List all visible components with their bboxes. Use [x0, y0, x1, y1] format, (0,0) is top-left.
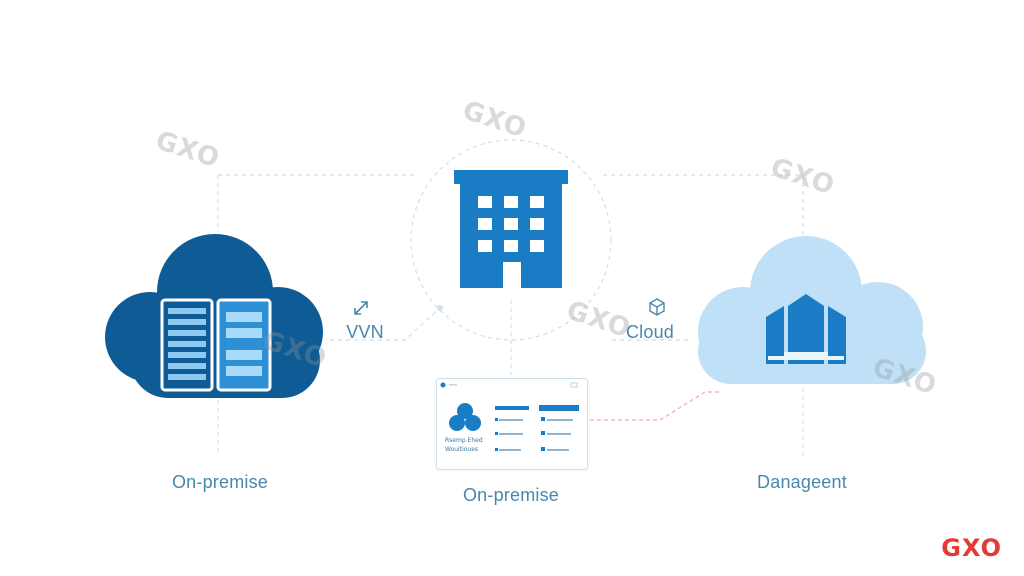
vvn-connector-line — [330, 307, 441, 341]
panel-subtitle: Wouitioues — [445, 446, 479, 453]
left-caption: On-premise — [171, 472, 269, 492]
center-caption: On-premise — [462, 485, 560, 505]
panel-title: Rsemp Ehed — [445, 437, 483, 444]
vvn-label: VVN — [346, 322, 384, 342]
server-rack-icon — [160, 298, 272, 392]
right-caption: Danageent — [757, 472, 847, 492]
on-premise-cloud — [105, 234, 323, 398]
building-icon — [454, 170, 568, 288]
vvn-node-dot — [437, 305, 443, 311]
cube-icon — [649, 298, 665, 316]
data-center-icon — [766, 294, 846, 364]
people-icon — [449, 403, 481, 431]
panel-graphics — [440, 382, 579, 451]
arrow-link-icon — [354, 301, 368, 315]
brand-logo: GXO — [941, 534, 1002, 562]
dashboard-panel[interactable]: Rsemp Ehed Wouitioues — [436, 378, 588, 470]
cloud-label: Cloud — [625, 322, 675, 342]
accent-dashed-line — [590, 391, 722, 421]
management-cloud — [698, 236, 926, 384]
center-dashed-circle — [410, 139, 612, 341]
